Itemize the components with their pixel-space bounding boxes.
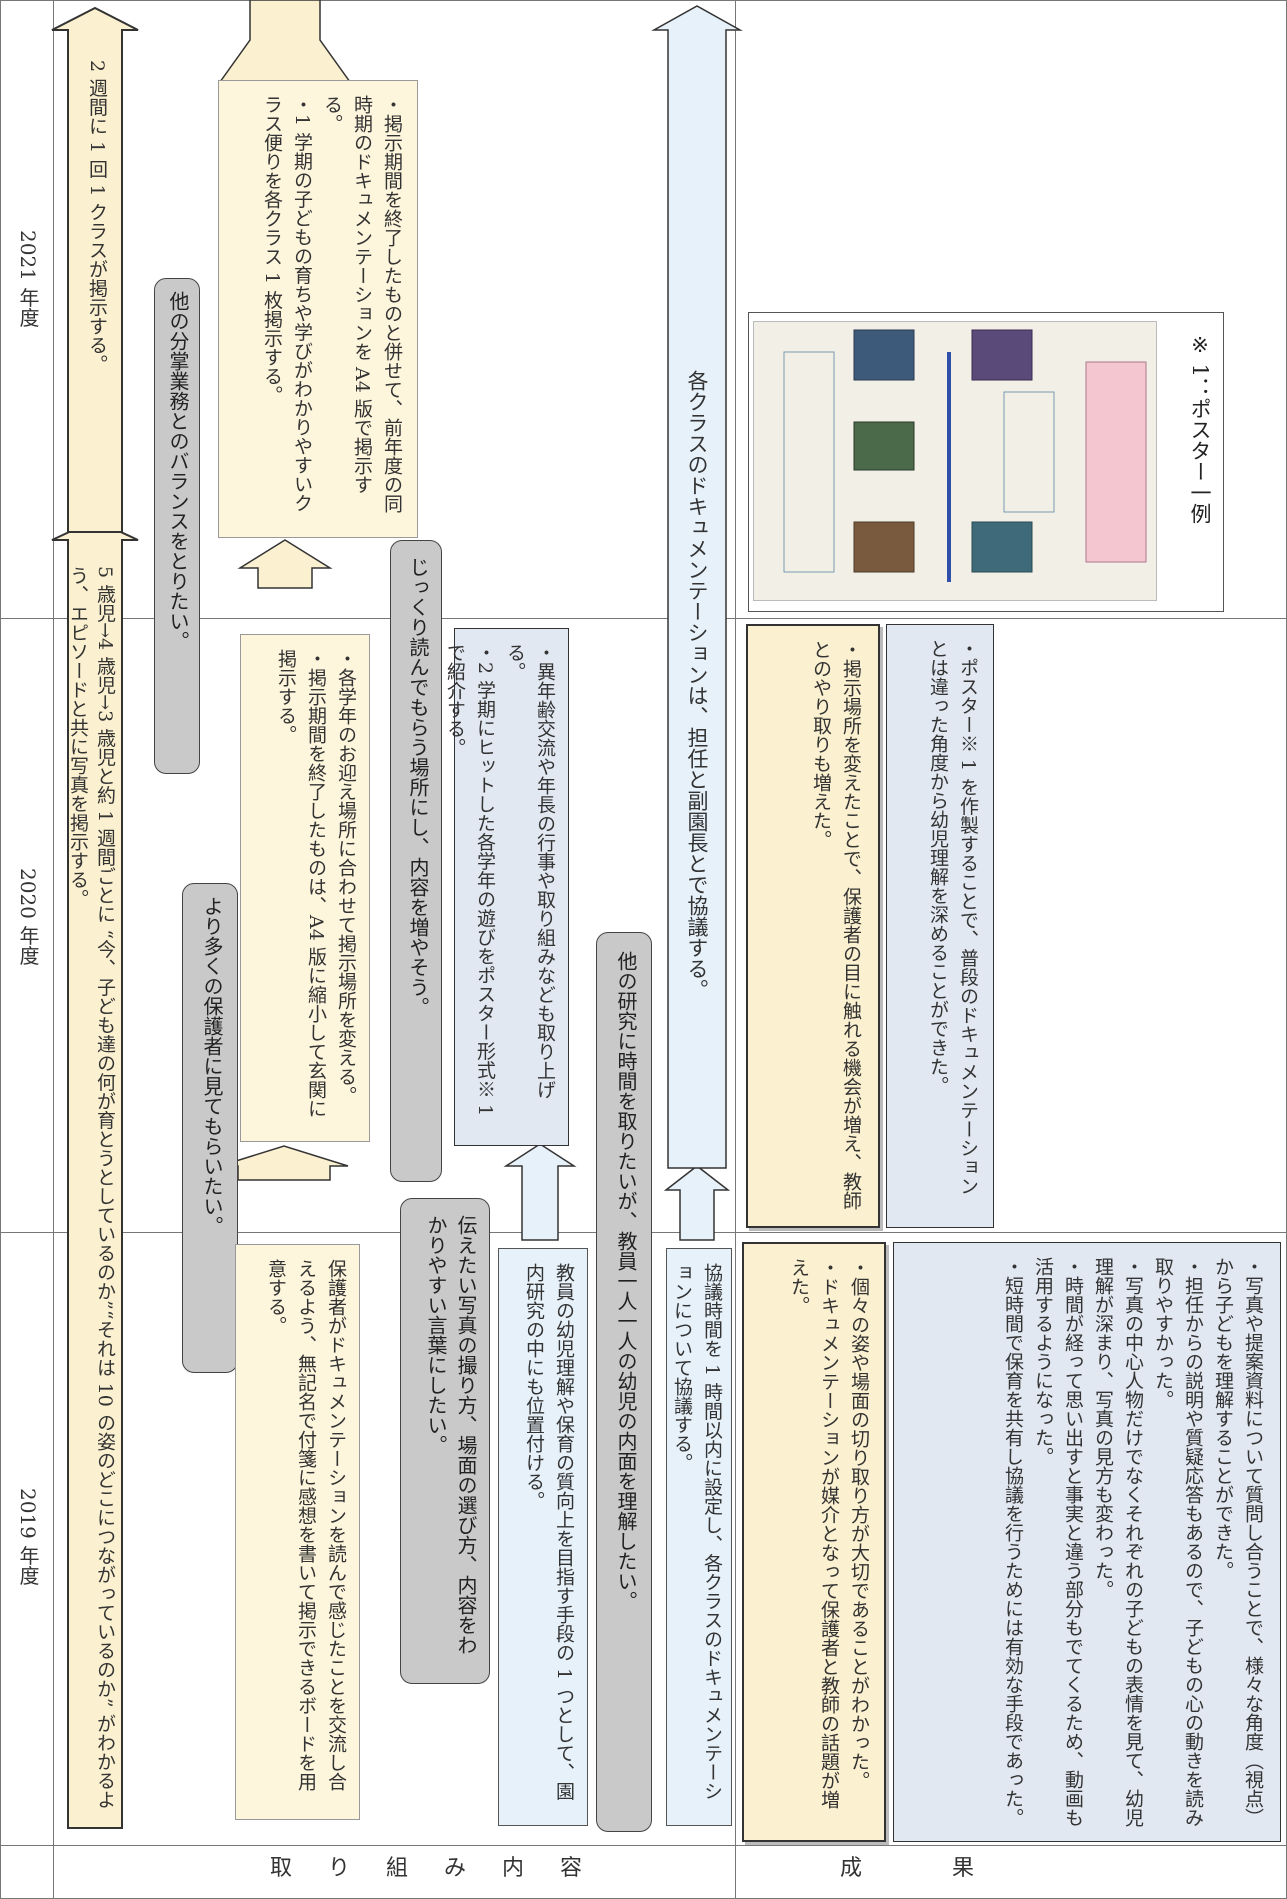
main-arrow-text: 5 歳児→4 歳児→3 歳児と約 1 週間ごとに “今、子ども達の何が育とうとし…: [67, 566, 116, 1809]
year-2020-label: 2020 年度: [16, 868, 40, 966]
result-2019-meeting-item-4: ・時間が経って思い出すと事実と違う部分もでてくるため、動画も活用するようになった…: [1032, 1257, 1084, 1827]
arrow-long-blue: [651, 5, 743, 1169]
poster-illustration: [783, 329, 1147, 582]
result-2019-meeting-item-2: ・担任からの説明や質疑応答もあるので、子どもの心の動きを読み取りやすかった。: [1152, 1257, 1204, 1827]
row-divider-2020-2021: [0, 618, 1287, 619]
section-divider: [735, 0, 736, 1899]
result-2019-meeting-item-5: ・短時間で保育を共有し協議を行うためには有効な手段であった。: [1002, 1257, 1024, 1827]
box-meeting-time: 協議時間を 1 時間以内に設定し、各クラスのドキュメンテーションについて協議する…: [666, 1248, 732, 1826]
arrow-2021-big-head: [218, 0, 352, 83]
box-location-items: ・各学年のお迎え場所に合わせて掲示場所を変える。 ・掲示期間を終了したものは、A…: [240, 634, 370, 1142]
long-arrow-text: 各クラスのドキュメンテーションは、担任と副園長とで協議する。: [685, 370, 709, 1000]
result-2020-poster: ・ポスター※ 1 を作製することで、普段のドキュメンテーションとは違った角度から…: [886, 624, 994, 1228]
bubble-inner-understanding: 他の研究に時間を取りたいが、教員一人一人の幼児の内面を理解したい。: [596, 932, 652, 1832]
result-2020-guardian: ・掲示場所を変えたことで、保護者の目に触れる機会が増え、教師とのやり取りも増えた…: [746, 624, 880, 1228]
bubble-more-guardians: より多くの保護者に見てもらいたい。: [182, 883, 238, 1373]
item-2021-2: ・1 学期の子どもの育ちや学びがわかりやすいクラス便りを各クラス 1 枚掲示する…: [261, 95, 313, 513]
border-left: [0, 0, 1, 1899]
result-2019-meeting-item-3: ・写真の中心人物だけでなくそれぞれの子どもの表情を見て、幼児理解が深まり、写真の…: [1092, 1257, 1144, 1827]
year-column-divider: [53, 0, 54, 1899]
result-2020-poster-item-1: ・ポスター※ 1 を作製することで、普段のドキュメンテーションとは違った角度から…: [927, 639, 979, 1196]
arrow-location-up: [237, 539, 333, 589]
arrow-2021-top: [51, 6, 139, 533]
row-label-activities: 取り組み内容: [270, 1856, 619, 1881]
bubble-photo-method: 伝えたい写真の撮り方、場面の選び方、内容をわかりやすい言葉にしたい。: [400, 1198, 490, 1684]
year-2019-label: 2019 年度: [16, 1488, 40, 1586]
poster-figure: ※ 1：ポスター一例: [748, 312, 1224, 612]
item-2021-1: ・掲示期間を終了したものと併せて、前年度の同時期のドキュメンテーションを A4 …: [321, 95, 403, 513]
poster-image: [753, 321, 1157, 601]
box-guardian-board: 保護者がドキュメンテーションを読んで感じたことを交流し合えるよう、無記名で付箋に…: [235, 1244, 360, 1820]
arrow-teacher-up: [503, 1143, 577, 1241]
arrow-guardian-up: [219, 1145, 349, 1181]
result-2019-guardian-item-2: ・ドキュメンテーションが媒介となって保護者と教師の話題が増えた。: [788, 1258, 840, 1809]
border-top: [0, 0, 1287, 1]
poster-caption: ※ 1：ポスター一例: [1188, 333, 1212, 525]
bubble-other-work: 他の分掌業務とのバランスをとりたい。: [154, 278, 200, 774]
arrow-meeting-up: [663, 1165, 731, 1241]
box-2021-items: ・掲示期間を終了したものと併せて、前年度の同時期のドキュメンテーションを A4 …: [218, 80, 418, 538]
row-label-results: 成果: [840, 1856, 1065, 1881]
arrow-2021-text: 2 週間に 1 回 1 クラスが掲示する。: [86, 60, 108, 374]
result-2019-guardian-item-1: ・個々の姿や場面の切り取り方が大切であることがわかった。: [848, 1258, 870, 1790]
bubble-read-carefully: じっくり読んでもらう場所にし、内容を増やそう。: [390, 540, 442, 1182]
location-item-1: ・各学年のお迎え場所に合わせて掲示場所を変える。: [335, 649, 357, 1105]
row-divider-labels: [0, 1845, 1287, 1846]
exchange-item-2: ・2 学期にヒットした各学年の遊びをポスター形式※ 1 で紹介する。: [444, 643, 496, 1117]
result-2019-guardian: ・個々の姿や場面の切り取り方が大切であることがわかった。 ・ドキュメンテーション…: [742, 1242, 886, 1842]
box-exchange-items: ・異年齢交流や年長の行事や取り組みなども取り上げる。 ・2 学期にヒットした各学…: [444, 628, 569, 1146]
exchange-item-1: ・異年齢交流や年長の行事や取り組みなども取り上げる。: [504, 643, 556, 1099]
result-2020-guardian-item-1: ・掲示場所を変えたことで、保護者の目に触れる機会が増え、教師とのやり取りも増えた…: [810, 640, 862, 1210]
result-2019-meeting-item-1: ・写真や提案資料について質問し合うことで、様々な角度（視点）から子どもを理解する…: [1212, 1257, 1264, 1827]
result-2019-meeting: ・写真や提案資料について質問し合うことで、様々な角度（視点）から子どもを理解する…: [893, 1242, 1281, 1842]
year-2021-label: 2021 年度: [16, 230, 40, 328]
box-teacher-research: 教員の幼児理解や保育の質向上を目指す手段の 1 つとして、園内研究の中にも位置付…: [498, 1248, 588, 1826]
location-item-2: ・掲示期間を終了したものは、A4 版に縮小して玄関に掲示する。: [275, 649, 327, 1118]
